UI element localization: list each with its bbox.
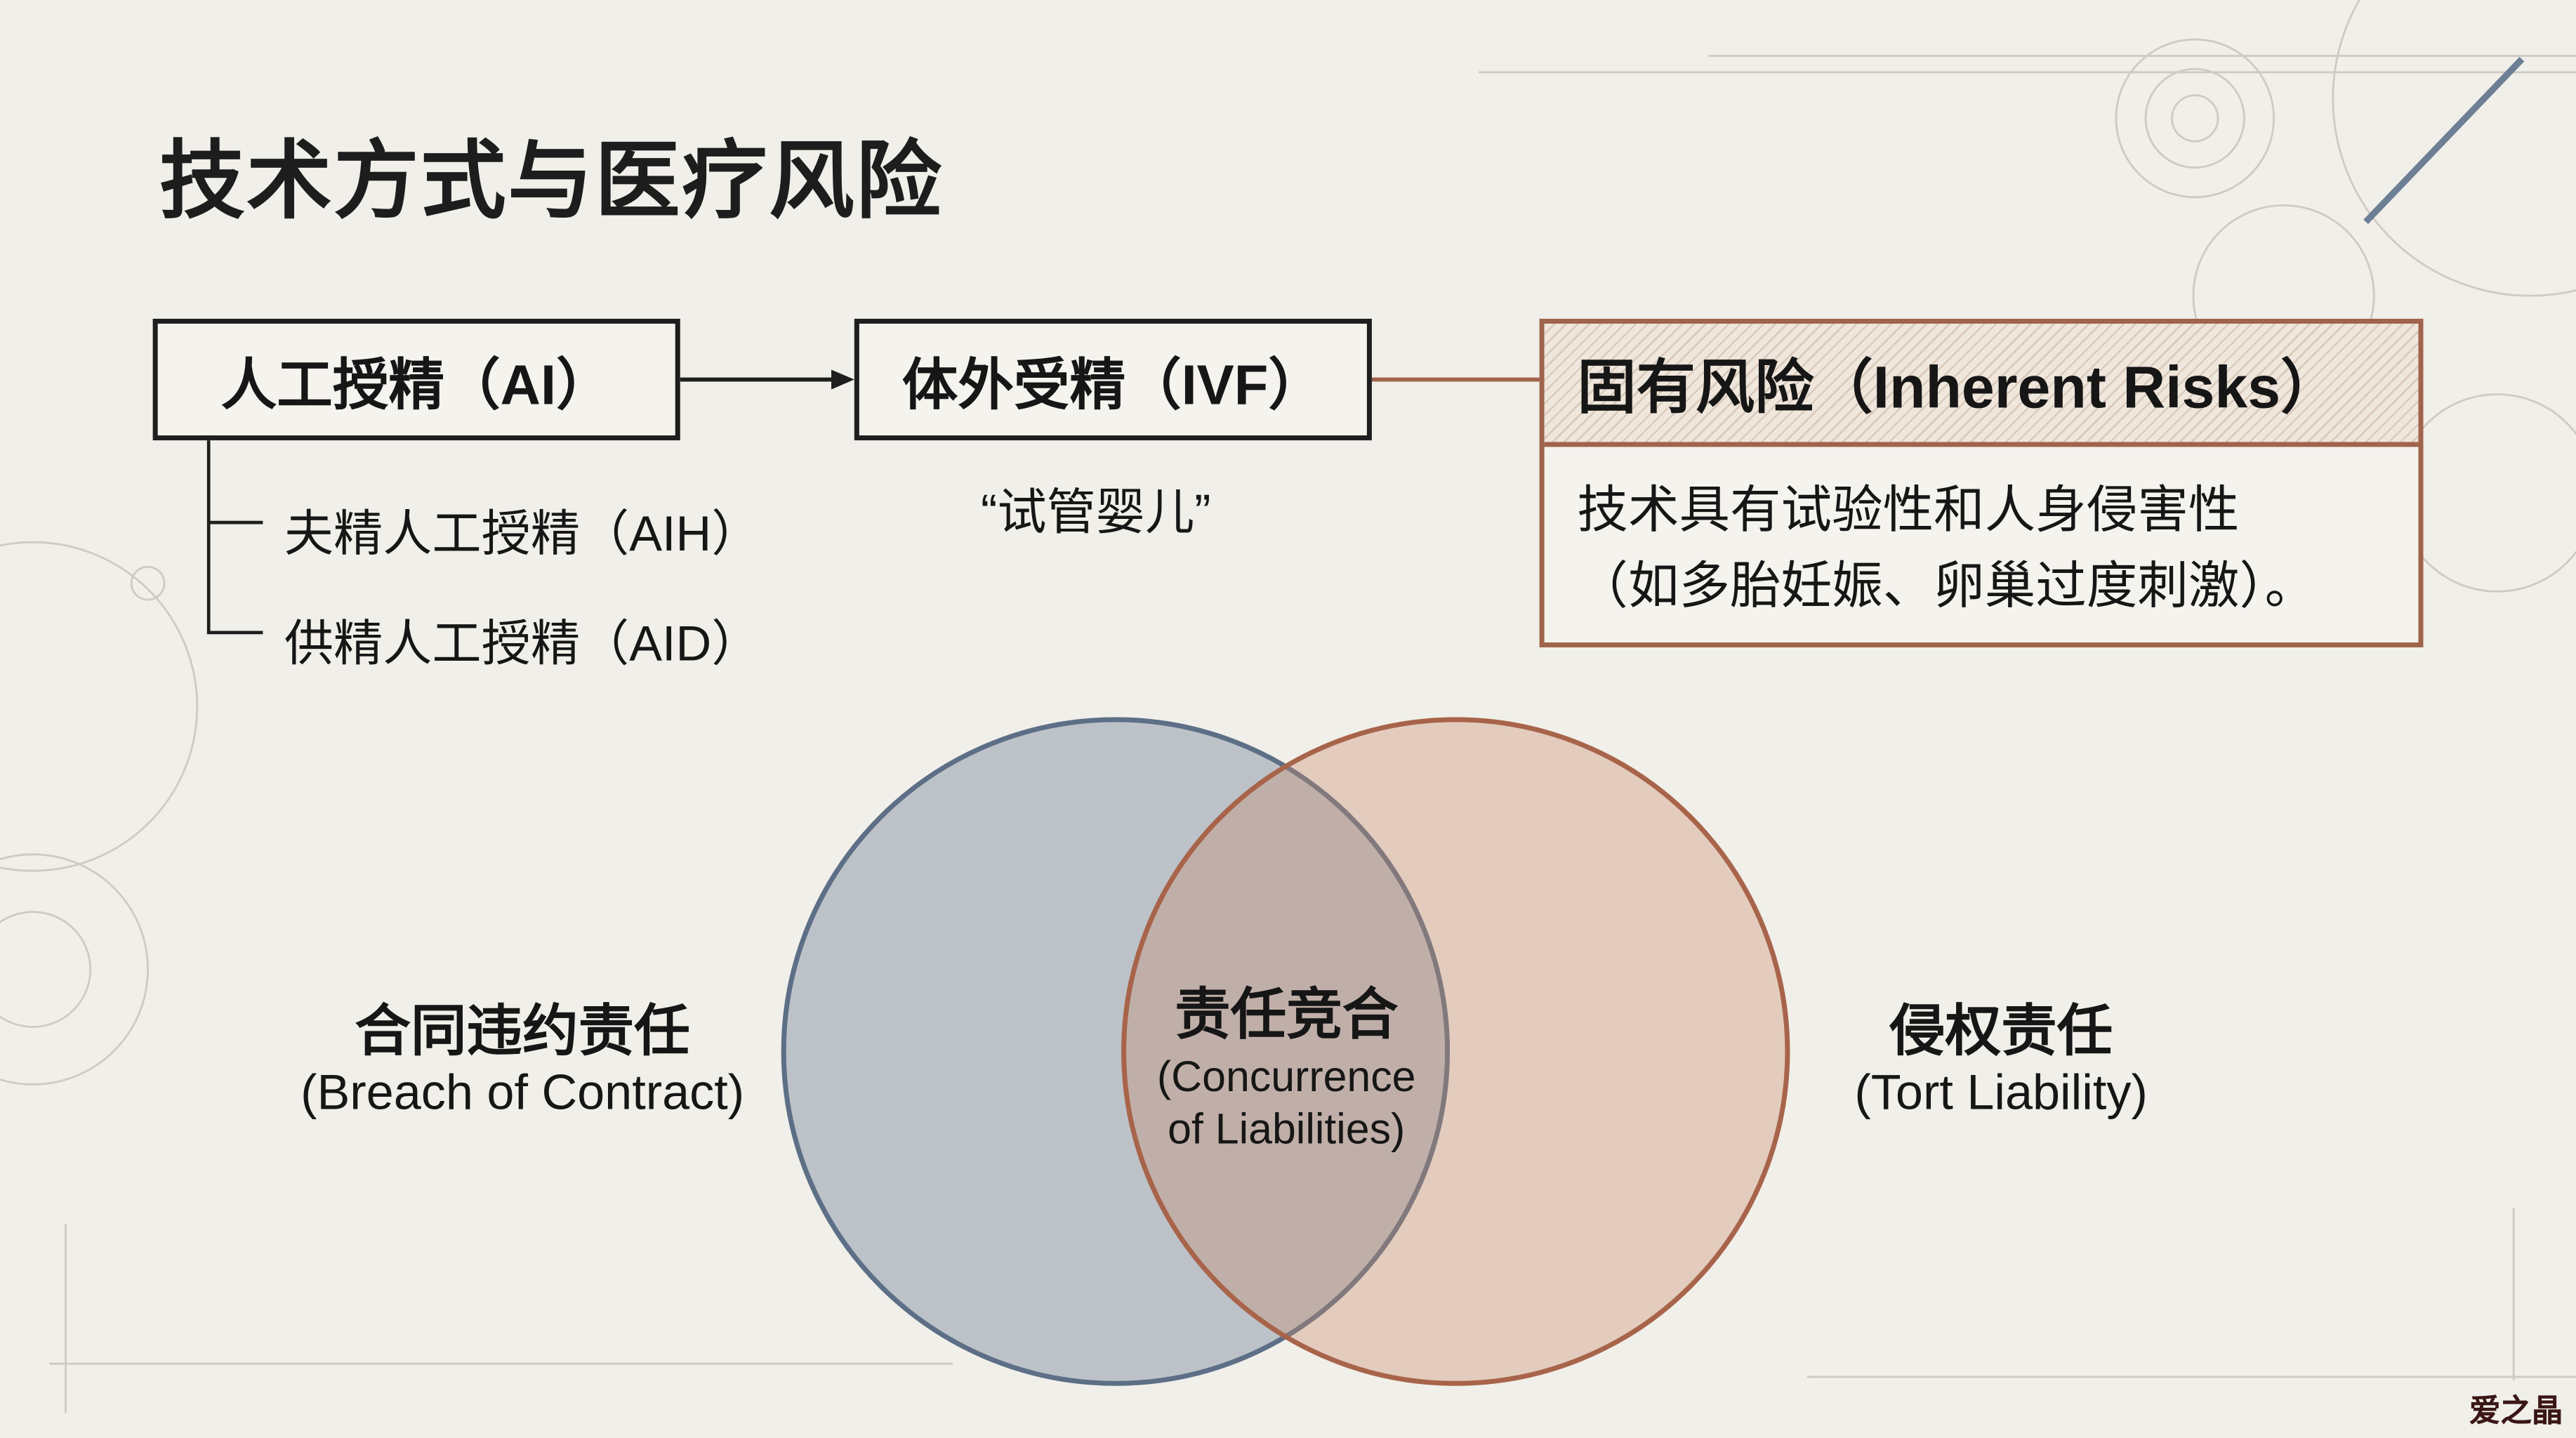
aid-item: 供精人工授精（AID） (284, 617, 761, 673)
decor-pen (2363, 56, 2525, 225)
overlap-en-2: of Liabilities) (1168, 1104, 1406, 1154)
ai-box: 人工授精（AI） (152, 318, 680, 441)
risk-body: 技术具有试验性和人身侵害性 （如多胎妊娠、卵巢过度刺激）。 (1545, 447, 2419, 624)
venn-label-tort: 侵权责任 (Tort Liability) (1854, 986, 2147, 1122)
risk-line-2: （如多胎妊娠、卵巢过度刺激）。 (1577, 557, 2316, 615)
aih-item: 夫精人工授精（AIH） (284, 508, 761, 562)
risk-header: 固有风险（Inherent Risks） (1544, 323, 2419, 447)
tree-connector (206, 440, 263, 635)
risk-box: 固有风险（Inherent Risks） 技术具有试验性和人身侵害性 （如多胎妊… (1539, 318, 2424, 647)
venn-circle-tort (1121, 717, 1790, 1386)
ivf-box: 体外受精（IVF） (854, 318, 1372, 441)
arrow-head-icon (831, 369, 854, 390)
risk-line-1: 技术具有试验性和人身侵害性 (1577, 481, 2240, 539)
page-title: 技术方式与医疗风险 (159, 131, 944, 232)
venn-label-contract: 合同违约责任 (Breach of Contract) (300, 986, 744, 1122)
contract-en: (Breach of Contract) (300, 1066, 745, 1121)
venn-circle-contract (781, 717, 1451, 1386)
watermark: 爱之晶 (2469, 1394, 2563, 1430)
overlap-en-1: (Concurrence (1156, 1051, 1416, 1101)
contract-zh: 合同违约责任 (355, 1001, 690, 1063)
tort-en: (Tort Liability) (1854, 1066, 2148, 1121)
ivf-note: “试管婴儿” (980, 486, 1211, 541)
venn-label-overlap: 责任竞合 (Concurrence of Liabilities) (1157, 970, 1416, 1155)
overlap-zh: 责任竞合 (1175, 984, 1399, 1047)
tort-zh: 侵权责任 (1889, 1001, 2113, 1063)
